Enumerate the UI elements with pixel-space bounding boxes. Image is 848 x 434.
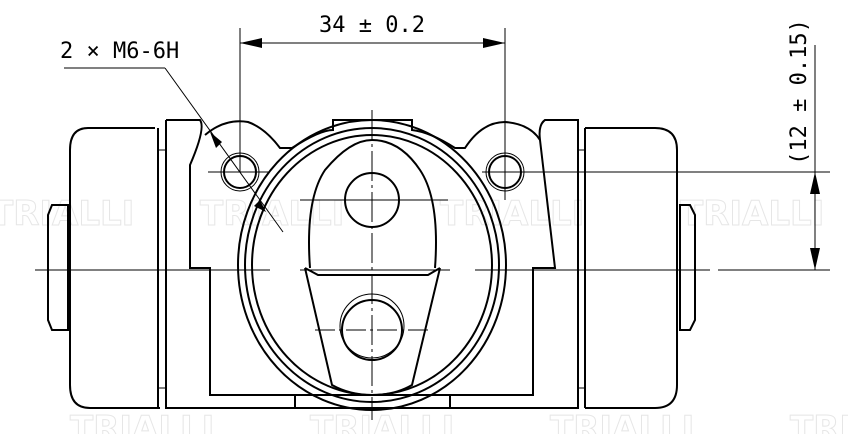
watermark: TRIALLI bbox=[310, 409, 454, 434]
thread-callout-label: 2 × M6-6H bbox=[60, 39, 179, 64]
watermark: TRIALLI bbox=[70, 409, 214, 434]
dimension-horizontal: 34 ± 0.2 bbox=[239, 13, 506, 200]
watermark: TRIALLI bbox=[680, 194, 824, 234]
watermark: TRIALLI bbox=[440, 194, 584, 234]
dimension-vertical: (12 ± 0.15) bbox=[787, 19, 820, 270]
dimension-12-label: (12 ± 0.15) bbox=[787, 19, 812, 165]
center-lines bbox=[35, 110, 830, 420]
watermark: TRIALLI bbox=[550, 409, 694, 434]
left-boot bbox=[47, 127, 166, 409]
thread-callout: 2 × M6-6H bbox=[60, 39, 284, 233]
watermark: TRIALLI bbox=[790, 409, 848, 434]
right-boot bbox=[578, 127, 696, 409]
dimension-34-label: 34 ± 0.2 bbox=[319, 13, 425, 38]
